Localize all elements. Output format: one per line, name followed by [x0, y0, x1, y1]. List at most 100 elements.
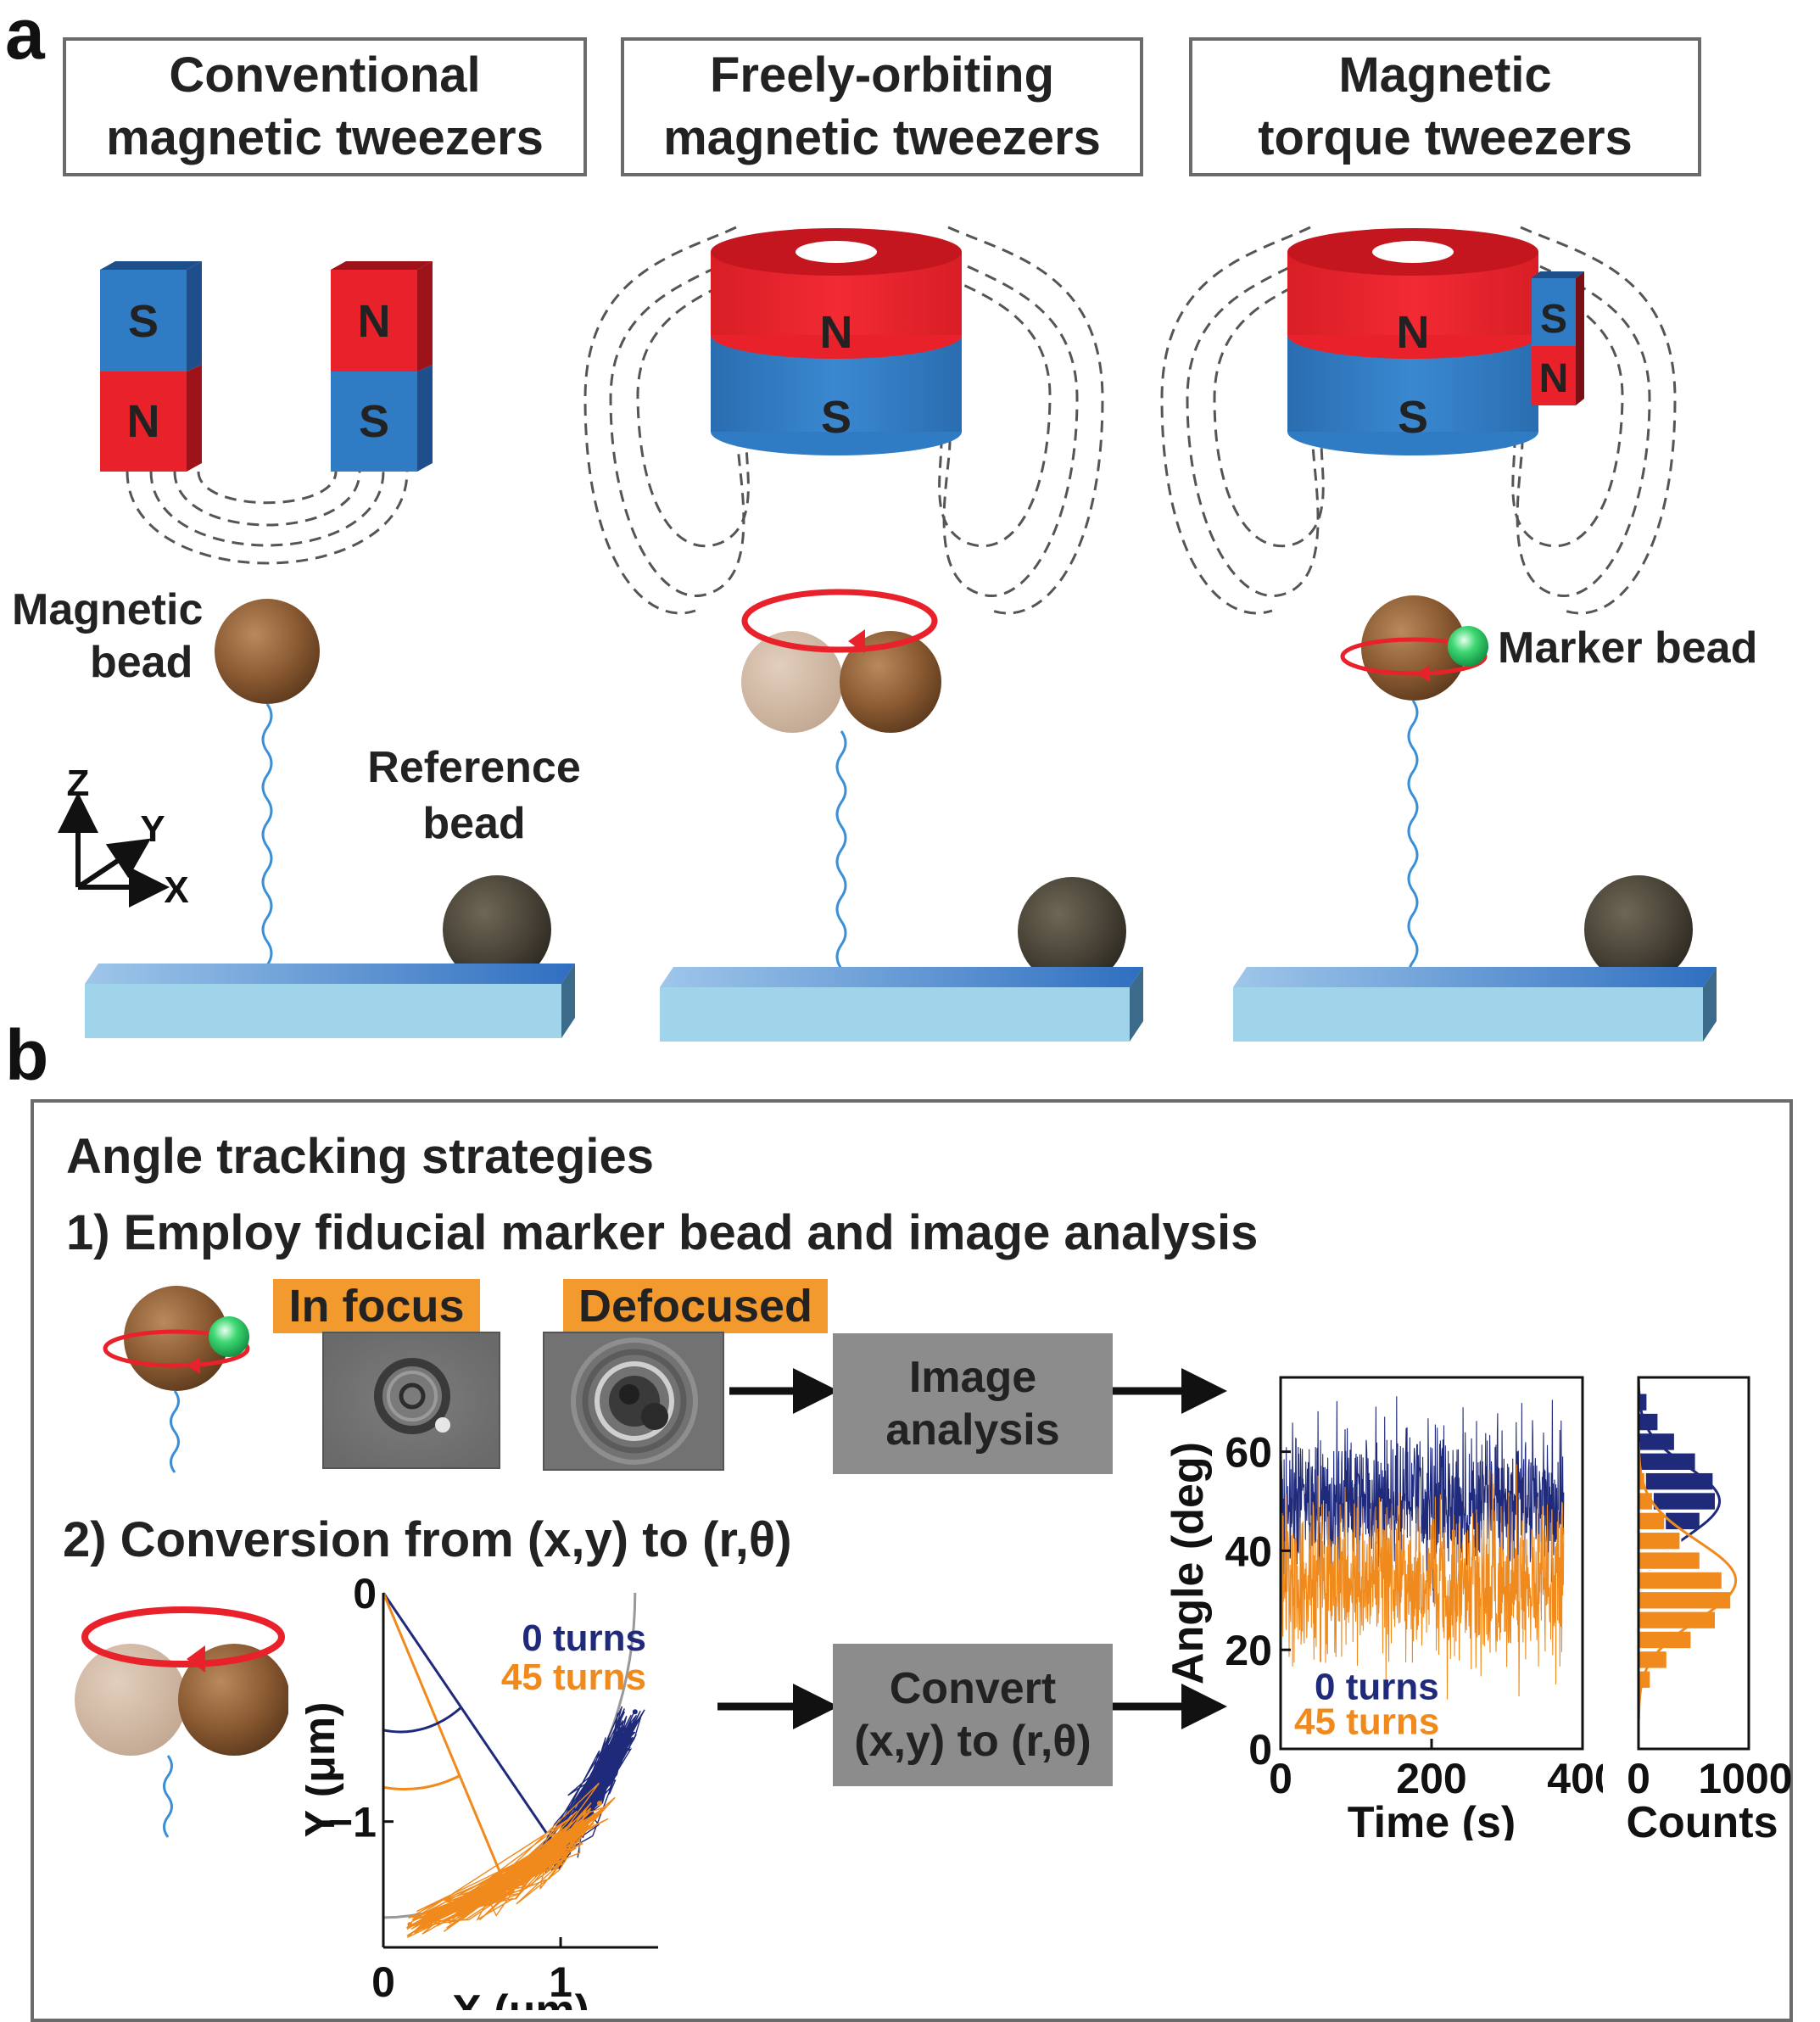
histogram-bar	[1638, 1531, 1682, 1551]
trajectory-point	[487, 1894, 493, 1900]
axes-triad	[58, 792, 170, 908]
orbit-arrowhead	[848, 629, 865, 653]
legend-45-turns: 45 turns	[1294, 1701, 1439, 1742]
panel-a-illustration: S N N S Z Y X	[58, 226, 1717, 1042]
pole-label-n: N	[820, 307, 853, 358]
trajectory-point	[597, 1801, 603, 1807]
trace-0-turns	[1280, 1396, 1565, 1611]
radius-line-0-turns	[382, 1592, 548, 1835]
orbit-arrowhead	[187, 1645, 205, 1673]
title-torque-line1: Magnetic	[1338, 47, 1552, 103]
magnetic-bead-label: Magnetic bead	[12, 584, 203, 689]
trajectory-point	[433, 1914, 439, 1920]
trajectory-point	[622, 1732, 628, 1738]
trajectory-45-turns	[406, 1782, 616, 1938]
trace-45-turns	[1280, 1464, 1565, 1700]
trajectory-point	[407, 1922, 413, 1928]
x-tick-label: 1	[549, 1958, 572, 2006]
reference-bead	[443, 875, 551, 984]
marker-bead	[209, 1316, 249, 1357]
strategy-1-heading: 1) Employ fiducial marker bead and image…	[66, 1205, 1259, 1260]
trajectory-point	[561, 1846, 567, 1852]
dna-tether	[1407, 700, 1419, 1010]
pole-label-s: S	[1540, 297, 1567, 342]
panel-b-letter: b	[5, 1015, 49, 1095]
dna-tether	[261, 703, 273, 1014]
title-freely-orbiting: Freely-orbiting magnetic tweezers	[621, 37, 1143, 176]
orbit-arrow	[81, 1606, 285, 1667]
side-magnet: S N	[1532, 271, 1584, 405]
trajectory-point	[600, 1778, 606, 1784]
panel-a-letter: a	[5, 0, 45, 74]
pole-label-n: N	[1539, 356, 1569, 401]
title-freely-orbiting-line2: magnetic tweezers	[663, 110, 1101, 165]
trajectory-path	[406, 1782, 616, 1938]
reference-bead-label-line2: bead	[422, 799, 526, 848]
legend-45-turns: 45 turns	[501, 1656, 646, 1698]
trajectory-point	[589, 1796, 595, 1801]
y-axis-label: Y (μm)	[305, 1702, 344, 1839]
pole-label-s: S	[128, 296, 159, 347]
title-conventional: Conventional magnetic tweezers	[63, 37, 587, 176]
legend-0-turns: 0 turns	[1315, 1667, 1439, 1708]
trajectory-point	[461, 1906, 466, 1912]
axis-x-label: X	[164, 869, 188, 911]
strategy-1-bead-illustration	[103, 1286, 250, 1473]
histogram-bar	[1638, 1629, 1693, 1651]
y-tick-label: 0	[353, 1578, 377, 1617]
trajectory-point	[611, 1755, 617, 1761]
marker-bead-label: Marker bead	[1498, 623, 1758, 673]
reference-bead-label-line1: Reference	[367, 743, 581, 792]
x-tick-label: 200	[1396, 1755, 1466, 1802]
ghost-bead	[741, 631, 843, 733]
panel-b-heading: Angle tracking strategies	[66, 1129, 654, 1184]
angle-arc-45-turns	[382, 1774, 461, 1791]
magnetic-bead	[178, 1644, 288, 1756]
magnetic-bead-label-line2: bead	[90, 638, 193, 687]
marker-bead	[1448, 626, 1488, 667]
dna-tether	[835, 730, 847, 993]
image-analysis-line2: analysis	[885, 1405, 1060, 1455]
trajectory-point	[513, 1880, 519, 1886]
strategy-2-bead-illustration	[75, 1606, 288, 1838]
rotation-arrowhead	[187, 1357, 200, 1374]
pole-label-n: N	[127, 396, 160, 447]
glass-slide	[660, 967, 1143, 1042]
magnetic-bead	[840, 631, 941, 733]
x-axis-label: X (μm)	[452, 1986, 589, 2010]
histogram-bar	[1638, 1471, 1715, 1492]
x-axis-label: Counts	[1626, 1798, 1778, 1840]
tag-in-focus: In focus	[273, 1279, 480, 1333]
axis-y-label: Y	[140, 808, 165, 850]
ring-magnet-torque: N S	[1287, 228, 1538, 455]
ghost-bead	[75, 1644, 187, 1756]
image-analysis-line1: Image	[908, 1353, 1037, 1402]
convert-line1: Convert	[889, 1664, 1057, 1713]
histogram-bar	[1638, 1610, 1717, 1630]
title-freely-orbiting-line1: Freely-orbiting	[709, 47, 1055, 103]
convert-box: Convert (x,y) to (r,θ)	[833, 1644, 1113, 1786]
radius-line-45-turns	[382, 1592, 509, 1891]
pole-label-n: N	[1397, 307, 1430, 358]
title-torque-line2: torque tweezers	[1258, 110, 1633, 165]
y-tick-label: −1	[328, 1799, 377, 1846]
plot-frame	[1637, 1376, 1750, 1751]
histogram-0-turns	[1637, 1379, 1722, 1623]
pole-label-s: S	[1398, 392, 1428, 443]
angle-time-chart: 02004000204060Time (s)Angle (deg)0 turns…	[1164, 1376, 1603, 1840]
title-torque: Magnetic torque tweezers	[1189, 37, 1701, 176]
y-tick-label: 20	[1225, 1627, 1272, 1674]
x-tick-label: 0	[1627, 1755, 1650, 1802]
histogram-bar	[1638, 1570, 1723, 1591]
in-focus-image	[322, 1332, 500, 1469]
glass-slide	[1233, 967, 1717, 1042]
dna-tether	[170, 1390, 180, 1473]
defocused-image	[543, 1332, 724, 1471]
rotation-arrowhead	[1416, 665, 1430, 682]
reference-bead	[1584, 875, 1693, 984]
orbit-arrow	[741, 589, 938, 653]
x-axis-label: Time (s)	[1348, 1798, 1516, 1840]
field-lines-conventional	[126, 471, 409, 565]
